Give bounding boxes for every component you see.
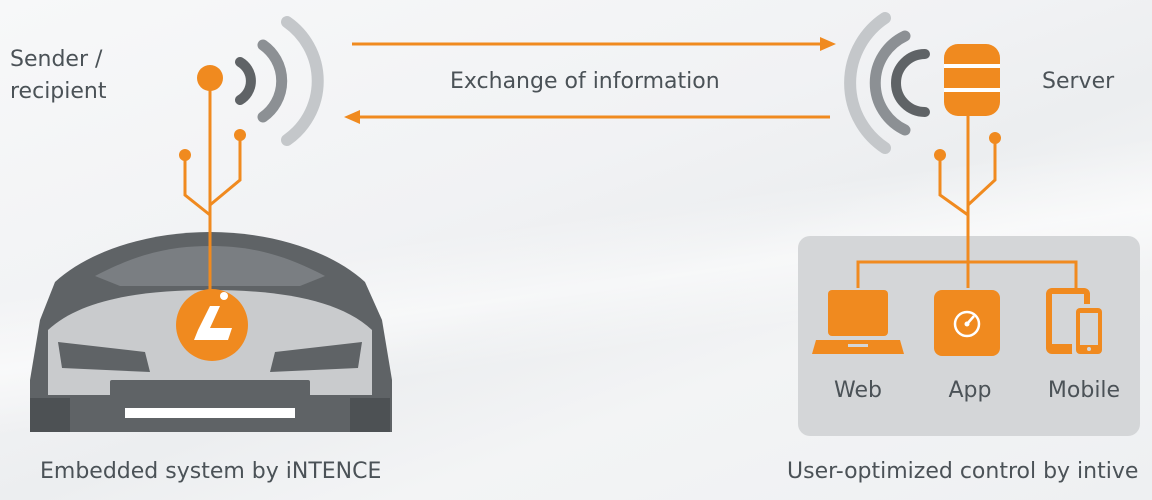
caption-user-control: User-optimized control by intive xyxy=(787,459,1139,484)
gauge-app-icon xyxy=(934,290,1000,356)
sender-wireless-icon xyxy=(235,16,324,146)
tablet-phone-icon xyxy=(1046,288,1106,358)
caption-embedded-system: Embedded system by iNTENCE xyxy=(40,459,382,484)
platform-label-web: Web xyxy=(834,378,882,403)
server-node-dot-left xyxy=(934,149,946,161)
arrow-left-icon xyxy=(344,110,360,124)
laptop-icon xyxy=(812,290,904,354)
server-wireless-icon xyxy=(844,12,930,154)
server-antenna xyxy=(938,116,997,262)
server-label: Server xyxy=(1042,69,1115,94)
exchange-arrows xyxy=(344,37,836,124)
platform-connectors xyxy=(856,260,1078,288)
platform-label-app: App xyxy=(948,378,992,403)
sender-label-line2: recipient xyxy=(10,79,107,104)
intence-logo-icon xyxy=(176,289,248,361)
sender-node-dot-left xyxy=(179,149,191,161)
sender-recipient-label: Sender / recipient xyxy=(10,44,107,108)
sender-node-dot-right xyxy=(234,129,246,141)
server-node-dot-right xyxy=(989,132,1001,144)
database-icon xyxy=(944,44,1000,116)
sender-label-line1: Sender / xyxy=(10,47,103,72)
platform-label-mobile: Mobile xyxy=(1047,378,1121,403)
sender-node-icon xyxy=(197,65,223,91)
arrow-right-icon xyxy=(820,37,836,51)
exchange-label: Exchange of information xyxy=(450,69,720,94)
